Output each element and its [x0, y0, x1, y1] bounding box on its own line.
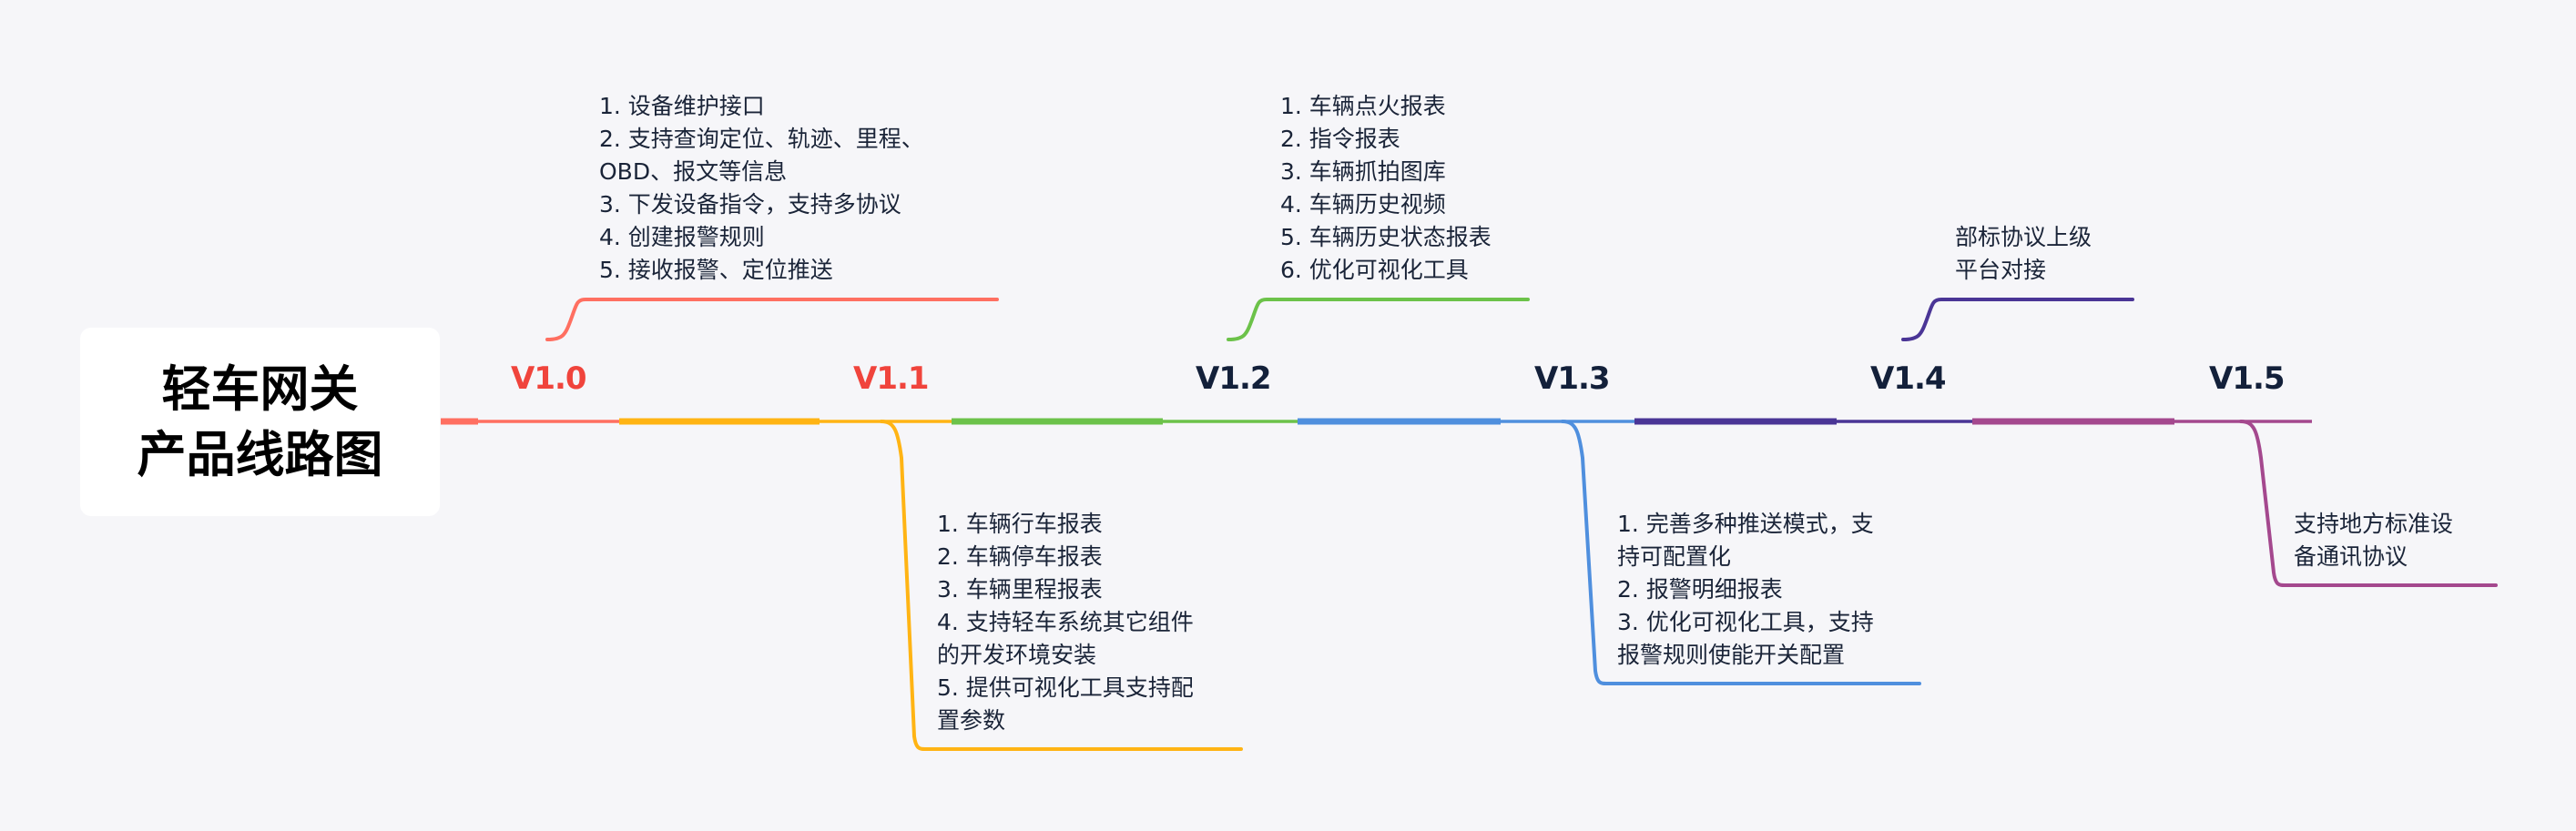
- note-line: 3. 车辆抓拍图库: [1280, 158, 1446, 185]
- version-label-v1-3[interactable]: V1.3: [1534, 360, 1611, 397]
- version-label-v1-0[interactable]: V1.0: [511, 360, 587, 397]
- note-line: 3. 下发设备指令，支持多协议: [599, 191, 901, 218]
- note-line: 支持地方标准设: [2294, 511, 2454, 537]
- note-line: 5. 提供可视化工具支持配: [937, 674, 1194, 701]
- notes-v1-5[interactable]: 支持地方标准设 备通讯协议: [2294, 508, 2453, 573]
- note-line: 4. 支持轻车系统其它组件: [937, 609, 1194, 635]
- note-line: 1. 车辆点火报表: [1280, 93, 1446, 119]
- note-line: 2. 报警明细报表: [1617, 576, 1783, 603]
- note-line: 2. 支持查询定位、轨迹、里程、: [599, 126, 924, 152]
- note-line: OBD、报文等信息: [599, 158, 788, 185]
- notes-v1-1[interactable]: 1. 车辆行车报表 2. 车辆停车报表 3. 车辆里程报表 4. 支持轻车系统其…: [937, 508, 1194, 737]
- note-line: 5. 接收报警、定位推送: [599, 257, 833, 283]
- title-line-1: 轻车网关: [161, 360, 359, 418]
- version-label-v1-2[interactable]: V1.2: [1196, 360, 1272, 397]
- note-line: 备通讯协议: [2294, 543, 2408, 570]
- note-line: 4. 创建报警规则: [599, 224, 765, 250]
- notes-v1-3[interactable]: 1. 完善多种推送模式，支 持可配置化 2. 报警明细报表 3. 优化可视化工具…: [1617, 508, 1874, 672]
- note-line: 的开发环境安装: [937, 642, 1097, 668]
- note-line: 4. 车辆历史视频: [1280, 191, 1446, 218]
- note-line: 2. 车辆停车报表: [937, 543, 1103, 570]
- note-line: 2. 指令报表: [1280, 126, 1400, 152]
- version-label-v1-5[interactable]: V1.5: [2209, 360, 2286, 397]
- notes-v1-4[interactable]: 部标协议上级 平台对接: [1955, 221, 2092, 287]
- note-line: 平台对接: [1955, 257, 2047, 283]
- notes-v1-2[interactable]: 1. 车辆点火报表 2. 指令报表 3. 车辆抓拍图库 4. 车辆历史视频 5.…: [1280, 90, 1492, 287]
- branch-connector-v1-1: [880, 420, 1243, 751]
- branch-connector-v1-0: [545, 298, 999, 341]
- note-line: 1. 完善多种推送模式，支: [1617, 511, 1874, 537]
- note-line: 3. 优化可视化工具，支持: [1617, 609, 1874, 635]
- version-label-v1-4[interactable]: V1.4: [1870, 360, 1947, 397]
- note-line: 6. 优化可视化工具: [1280, 257, 1469, 283]
- title-line-2: 产品线路图: [137, 425, 383, 483]
- note-line: 持可配置化: [1617, 543, 1732, 570]
- note-line: 1. 车辆行车报表: [937, 511, 1103, 537]
- branch-connector-v1-4: [1901, 298, 2134, 341]
- note-line: 置参数: [937, 707, 1006, 734]
- branch-connector-v1-5: [2239, 420, 2498, 587]
- note-line: 1. 设备维护接口: [599, 93, 765, 119]
- note-line: 报警规则使能开关配置: [1617, 642, 1846, 668]
- version-label-v1-1[interactable]: V1.1: [853, 360, 930, 397]
- central-topic[interactable]: 轻车网关 产品线路图: [80, 328, 440, 516]
- note-line: 5. 车辆历史状态报表: [1280, 224, 1492, 250]
- note-line: 部标协议上级: [1955, 224, 2092, 250]
- note-line: 3. 车辆里程报表: [937, 576, 1103, 603]
- branch-connector-v1-2: [1227, 298, 1530, 341]
- central-topic-title: 轻车网关 产品线路图: [137, 357, 383, 488]
- branch-connector-v1-3: [1561, 420, 1921, 685]
- notes-v1-0[interactable]: 1. 设备维护接口 2. 支持查询定位、轨迹、里程、 OBD、报文等信息 3. …: [599, 90, 924, 287]
